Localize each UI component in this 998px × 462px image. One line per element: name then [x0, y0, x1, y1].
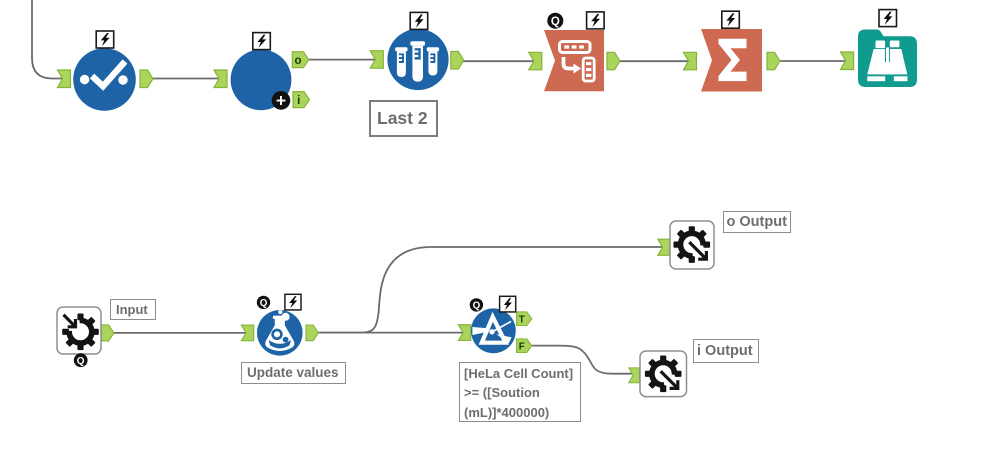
interface-lightning-badge	[498, 295, 517, 313]
question-badge-label: Q	[551, 16, 560, 28]
annotation-macro-input-text: Input	[116, 301, 148, 317]
i-output-input-anchor[interactable]	[628, 367, 640, 384]
annotation-output-i-text: i Output	[697, 342, 753, 359]
connection-filter-f-to-i-output[interactable]	[531, 344, 635, 375]
tool-macro-output-o[interactable]	[657, 220, 715, 270]
macro-i-anchor-label: i	[297, 95, 300, 107]
formula-output-anchor[interactable]	[305, 324, 319, 342]
macro-o-output-anchor[interactable]: o	[291, 51, 310, 69]
annotation-filter-expression[interactable]: [HeLa Cell Count] >= ([Soution (mL)]*400…	[459, 361, 581, 422]
filter-false-anchor-label: F	[519, 342, 525, 353]
rows-to-columns-arrow-icon	[558, 40, 596, 83]
annotation-output-o-text: o Output	[726, 214, 787, 230]
binoculars-folder-icon	[858, 29, 917, 87]
annotation-formula[interactable]: Update values	[241, 361, 346, 384]
sample-output-anchor[interactable]	[450, 50, 465, 70]
tool-formula[interactable]: Q	[240, 293, 319, 356]
connections	[31, 0, 846, 375]
macro-o-anchor-label: o	[294, 55, 301, 67]
filter-false-output-anchor[interactable]: F	[516, 338, 533, 354]
interface-lightning-badge	[720, 10, 741, 29]
tool-macro-input[interactable]: Q	[56, 306, 115, 368]
funnel-icon	[472, 311, 512, 345]
connection-formula-to-o-output[interactable]	[318, 246, 663, 334]
interface-lightning-badge	[95, 30, 115, 49]
annotation-macro-input[interactable]: Input	[110, 298, 156, 320]
tool-nested-macro[interactable]: o i +	[213, 31, 311, 111]
annotation-output-o[interactable]: o Output	[722, 211, 791, 233]
tool-summarize[interactable]	[682, 10, 781, 92]
flask-icon	[265, 309, 295, 352]
macro-i-output-anchor[interactable]: i	[292, 90, 311, 109]
tool-filter[interactable]: T F Q	[457, 295, 533, 354]
annotation-sample-text: Last 2	[377, 107, 428, 128]
interface-lightning-badge	[585, 11, 605, 30]
interface-lightning-badge	[284, 293, 302, 311]
question-anchor-badge: Q	[256, 295, 271, 309]
question-anchor-badge: Q	[73, 353, 88, 368]
macro-input-output-anchor[interactable]	[100, 324, 115, 342]
unique-output-anchor[interactable]	[139, 69, 154, 89]
connection-offscreen-to-unique[interactable]	[31, 0, 63, 80]
filter-true-output-anchor[interactable]: T	[516, 311, 533, 327]
tool-browse[interactable]	[839, 8, 917, 87]
interface-lightning-badge	[878, 8, 898, 28]
gear-arrow-out-icon	[645, 356, 682, 393]
annotation-filter-line1: [HeLa Cell Count]	[464, 365, 574, 381]
annotation-sample[interactable]: Last 2	[369, 100, 438, 137]
expand-plus-badge[interactable]: +	[271, 90, 291, 110]
plus-badge-label: +	[276, 90, 286, 110]
question-anchor-badge: Q	[547, 12, 564, 29]
tool-transpose[interactable]: Q	[528, 11, 621, 92]
gear-arrow-out-icon	[674, 226, 711, 263]
question-badge-label: Q	[260, 298, 268, 309]
interface-lightning-badge	[409, 11, 429, 31]
transpose-output-anchor[interactable]	[606, 51, 621, 71]
filter-true-anchor-label: T	[519, 315, 525, 326]
question-badge-label: Q	[473, 301, 481, 312]
sigma-icon	[718, 38, 747, 82]
annotation-filter-line3: (mL)]*400000)	[464, 404, 550, 420]
question-anchor-badge: Q	[469, 298, 484, 312]
tool-macro-output-i[interactable]	[628, 350, 688, 398]
question-badge-label: Q	[77, 356, 85, 367]
tool-unique[interactable]	[56, 30, 154, 111]
check-with-dots-icon	[79, 59, 128, 91]
annotation-formula-text: Update values	[247, 365, 339, 380]
tool-sample[interactable]	[369, 11, 465, 91]
test-tubes-icon	[395, 41, 440, 82]
interface-lightning-badge	[252, 31, 272, 51]
annotation-filter-line2: >= ([Soution	[464, 385, 540, 400]
summarize-output-anchor[interactable]	[766, 51, 781, 71]
annotation-output-i[interactable]: i Output	[693, 339, 759, 363]
